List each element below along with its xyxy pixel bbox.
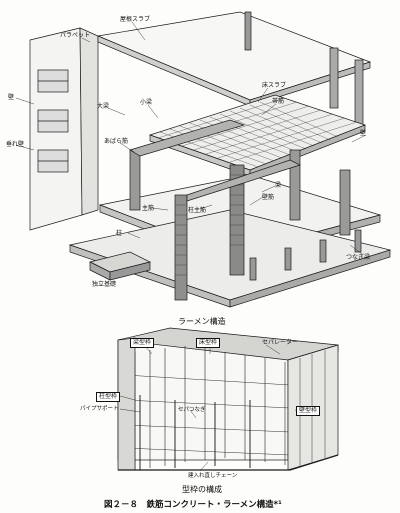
- figure-caption: 図２－８ 鉄筋コンクリート・ラーメン構造*¹: [104, 500, 282, 510]
- label-beam-upper: 梁: [275, 182, 282, 189]
- label-column: 主筋: [142, 205, 155, 212]
- label-pillar: 柱: [116, 230, 123, 237]
- label-wall-rebar: 壁筋: [262, 194, 275, 201]
- label-wall-form: 壁型枠: [296, 406, 321, 416]
- label-independent-footing: 独立基礎: [92, 281, 117, 288]
- label-beam-form: 梁型枠: [130, 338, 155, 348]
- label-chain: 建入れ直しチェーン: [188, 473, 238, 479]
- label-beam-small: 小梁: [140, 99, 153, 106]
- label-connection-beam: つなぎ梁: [346, 254, 371, 261]
- label-parapet: パラペット: [60, 32, 91, 39]
- top-diagram-caption: ラーメン構造: [178, 317, 226, 326]
- label-separator: セパレーター: [262, 339, 299, 346]
- label-column-main: 柱主筋: [188, 207, 207, 214]
- label-wall: 壁: [8, 94, 15, 101]
- label-stirrup: あばら筋: [104, 138, 129, 145]
- label-hoop-band: 帯筋: [272, 98, 285, 105]
- label-column-form: 柱型枠: [96, 392, 121, 402]
- bottom-diagram-caption: 型枠の構成: [182, 485, 222, 494]
- label-beam-large: 大梁: [97, 103, 110, 110]
- label-roof-slab: 屋根スラブ: [120, 16, 151, 23]
- label-pipe-support: パイプサポート: [80, 406, 119, 412]
- label-hanging-wall: 垂れ壁: [6, 141, 25, 148]
- label-floor-form: 床型枠: [196, 338, 221, 348]
- label-wall-right: 壁: [360, 130, 367, 137]
- label-floor-slab: 床スラブ: [262, 82, 287, 89]
- label-form-tie: セパつなぎ: [178, 407, 206, 413]
